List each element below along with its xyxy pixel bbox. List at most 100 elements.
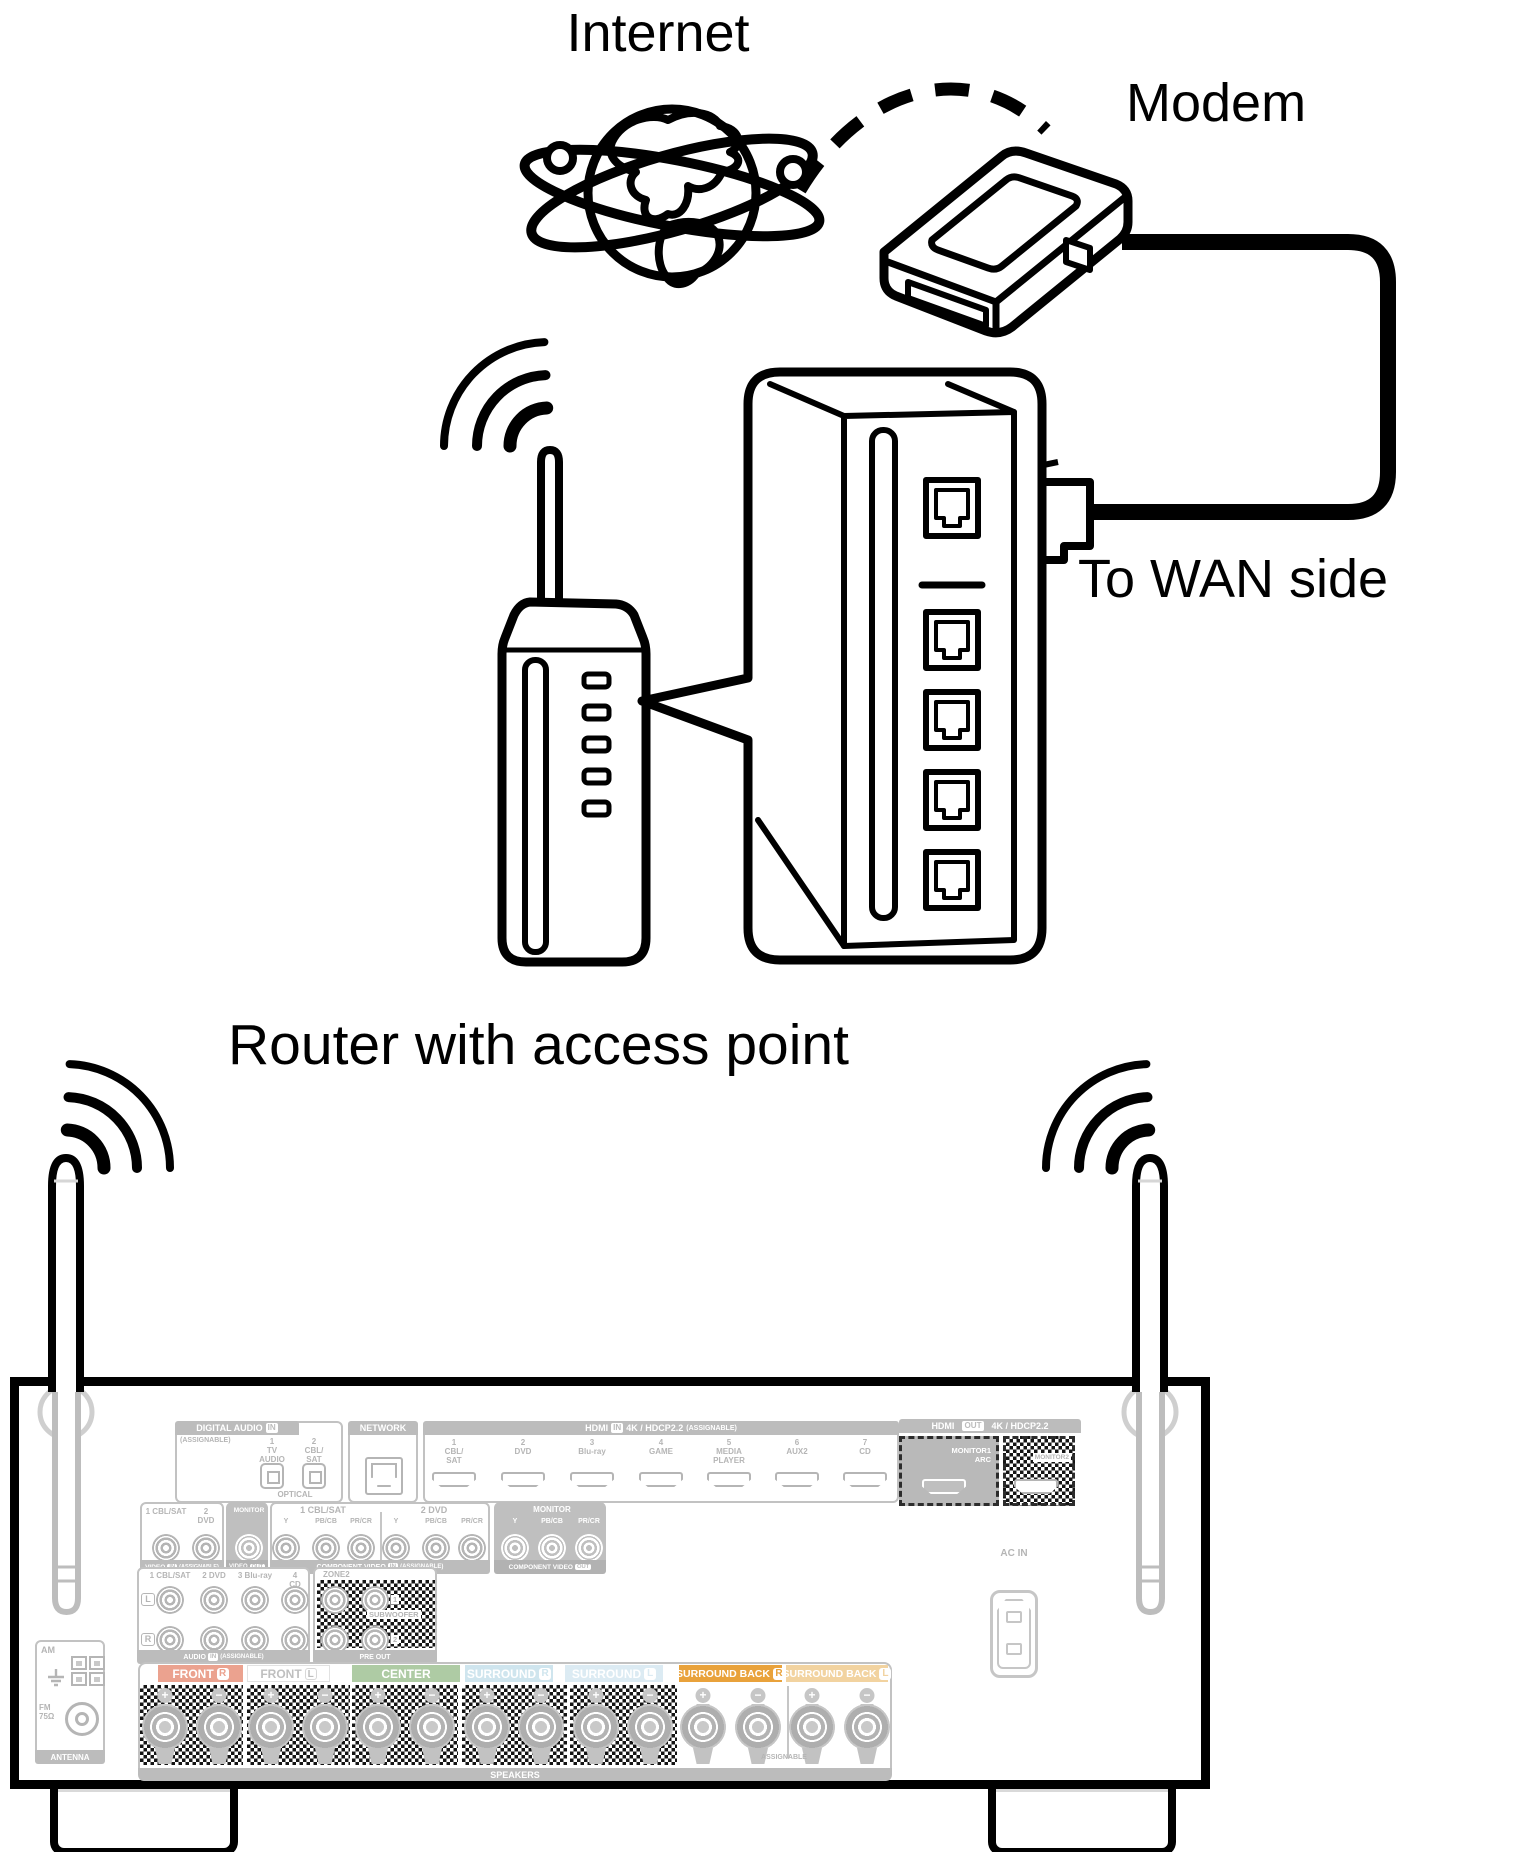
modem-label: Modem [1126,73,1307,133]
speaker-post [573,1704,619,1750]
assignable-label: (ASSIGNABLE) [180,1437,231,1444]
minus-terminal-icon: − [533,1688,549,1703]
ac-inlet [990,1590,1038,1678]
audio-in-bar: AUDIO IN (ASSIGNABLE) [137,1650,310,1664]
monitor2-label: MONITOR2 [1032,1453,1071,1462]
ethernet-cable [1092,234,1396,520]
speaker-label-surround-l: SURROUND L [565,1665,663,1682]
rca-jack [200,1586,228,1614]
wifi-waves-router-icon [440,338,554,453]
rca-jack [321,1586,349,1614]
rca-jack [235,1534,263,1562]
hdmi-out-spec: 4K / HDCP2.2 [991,1421,1049,1431]
component-video-out-section: MONITOR Y PB/CB PR/CR COMPONENT VIDEO OU… [494,1502,606,1574]
right-channel-label: R [141,1633,155,1646]
rca-jack [501,1534,529,1562]
speaker-post [680,1704,726,1750]
am-label: AM [41,1645,55,1655]
rca-jack [152,1534,180,1562]
optical-port [302,1463,326,1489]
minus-terminal-icon: − [750,1688,766,1703]
hdmi-port [501,1472,545,1487]
label-text: SURROUND BACK [676,1667,770,1680]
left-channel-label: L [141,1593,155,1606]
wifi-waves-left-icon [60,1060,174,1175]
out-badge: OUT [574,1563,592,1571]
receiver-rear-panel: DIGITAL AUDIO IN (ASSIGNABLE) 1 TV AUDIO… [10,1377,1210,1789]
speaker-label-surround-back-r: SURROUND BACK R [676,1665,785,1682]
hdmi-port [843,1472,887,1487]
audio-in-label: 4 CD [289,1571,301,1589]
side-badge: R [772,1667,785,1680]
audio-in-label: 3 Blu-ray [237,1571,273,1580]
rca-jack [422,1534,450,1562]
network-header: NETWORK [348,1421,418,1435]
hdmi-port-label: 5 MEDIA PLAYER [713,1438,745,1465]
video-in-section: 1 CBL/SAT 2 DVD VIDEO IN (ASSIGNABLE) [140,1502,224,1574]
side-badge: R [539,1667,552,1680]
component-video-in-section: 1 CBL/SAT 2 DVD Y PB/CB PR/CR Y PB/CB PR… [270,1502,490,1574]
rca-jack [382,1534,410,1562]
rca-jack [272,1534,300,1562]
hdmi-port [432,1472,476,1487]
label-text: FRONT [172,1666,214,1681]
component-group-label: 2 DVD [420,1505,448,1515]
network-rj45-port [365,1457,403,1495]
fm-label: FM 75Ω [39,1703,55,1721]
fm-coax-jack [65,1702,99,1736]
rca-jack [200,1626,228,1654]
hdmi-in-header: HDMI IN 4K / HDCP2.2 (ASSIGNABLE) [423,1421,899,1435]
video-out-section: MONITOR VIDEO OUT [226,1502,268,1574]
hdmi-out-monitor1-box: MONITOR1 ARC [899,1436,999,1506]
network-title: NETWORK [359,1423,407,1433]
audio-in-label: 1 CBL/SAT [149,1571,191,1580]
hdmi-port [570,1472,614,1487]
speaker-post [196,1704,242,1750]
subwoofer-label: SUBWOOFER [367,1610,421,1619]
am-terminal [71,1672,87,1686]
zone2-label: ZONE2 [321,1570,352,1579]
in-badge: IN [611,1423,624,1433]
rca-jack [281,1626,309,1654]
receiver-foot-right [988,1786,1176,1852]
label-text: SURROUND BACK [782,1667,877,1680]
internet-label: Internet [566,3,750,63]
hdmi-port [639,1472,683,1487]
rca-jack [347,1534,375,1562]
optical-port [260,1463,284,1489]
bar-title: COMPONENT VIDEO [508,1563,573,1571]
label-text: CENTER [381,1666,431,1681]
minus-terminal-icon: − [642,1688,658,1703]
bar-title: SPEAKERS [490,1769,540,1780]
out-badge: OUT [249,1563,266,1571]
speaker-label-surround-back-l: SURROUND BACK L [782,1665,892,1682]
am-terminal [71,1656,87,1670]
hdmi-port-label: 3 Blu-ray [578,1438,606,1456]
plus-terminal-icon: + [588,1688,604,1703]
hdmi-out-port-monitor2 [1014,1479,1058,1494]
digital-audio-header: DIGITAL AUDIO IN [175,1421,299,1435]
col-label: PB/CB [315,1518,337,1525]
col-label: PR/CR [350,1518,372,1525]
bar-title: ANTENNA [50,1752,90,1762]
in-badge: IN [265,1423,278,1433]
component-out-monitor-label: MONITOR [533,1505,571,1514]
speaker-label-front-r: FRONT R [158,1665,243,1682]
network-section: NETWORK [348,1421,418,1503]
bar-title: AUDIO [183,1653,206,1661]
optical-label: OPTICAL [277,1490,313,1499]
hdmi-in-title: HDMI [585,1423,609,1433]
wireless-router-icon [497,446,651,967]
divider [787,1686,789,1758]
hdmi-port-label: 6 AUX2 [786,1438,808,1456]
speaker-post [735,1704,781,1750]
receiver-foot-left [50,1786,238,1852]
col-label: Y [393,1518,399,1525]
speaker-label-center: CENTER [352,1665,460,1682]
rca-jack [361,1626,389,1654]
hdmi-port-label: 2 DVD [514,1438,532,1456]
optical-port-label: 1 TV AUDIO [259,1437,285,1464]
divider [380,1512,382,1560]
rca-jack [241,1626,269,1654]
